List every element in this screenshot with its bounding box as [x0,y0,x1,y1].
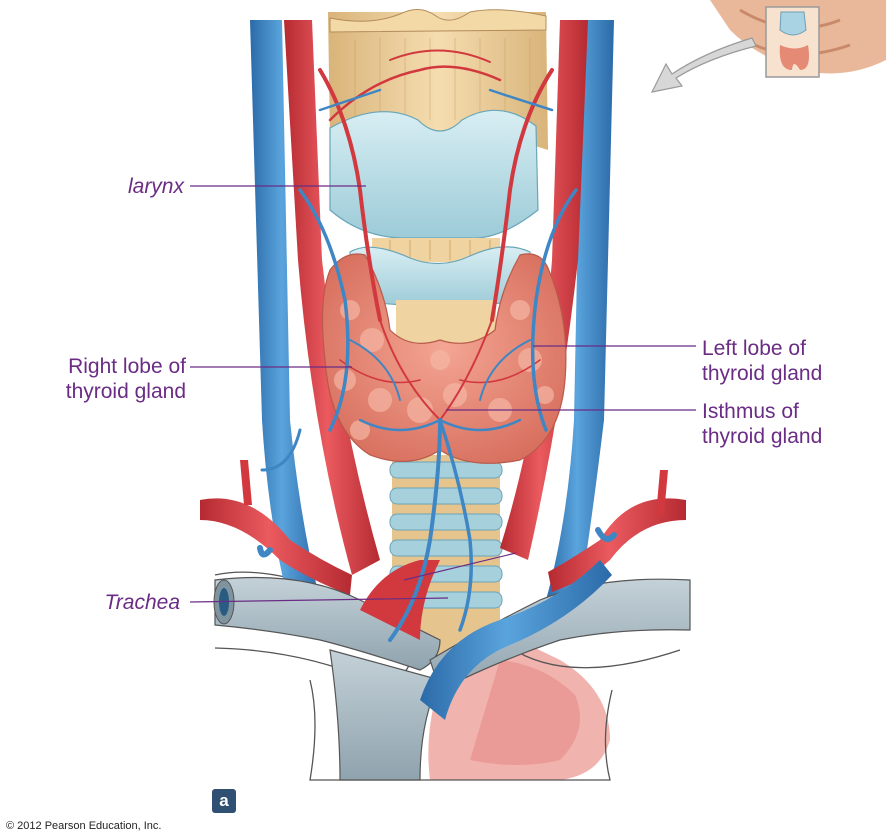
label-larynx: larynx [127,175,184,198]
label-isthmus-line2: thyroid gland [702,425,823,448]
label-isthmus-line1: Isthmus of [702,400,799,423]
label-right-lobe-line1: Right lobe of [68,355,186,378]
trachea-leader-line-2 [403,552,517,581]
trachea-leader-line [189,597,449,603]
copyright-notice: © 2012 Pearson Education, Inc. [6,820,162,832]
thyroid-gland [321,253,567,464]
label-right-lobe: Right lobe of thyroid gland [30,354,186,404]
panel-letter-badge: a [212,789,236,813]
label-trachea: Trachea [104,591,180,614]
inset-thumbnail [710,0,886,78]
label-left-lobe-line1: Left lobe of [702,337,806,360]
inset-arrow [650,37,757,93]
label-isthmus: Isthmus of thyroid gland [702,399,822,449]
leader-lines [189,185,696,603]
label-right-lobe-line2: thyroid gland [65,380,186,403]
label-left-lobe: Left lobe of thyroid gland [702,336,822,386]
label-left-lobe-line2: thyroid gland [702,362,823,385]
